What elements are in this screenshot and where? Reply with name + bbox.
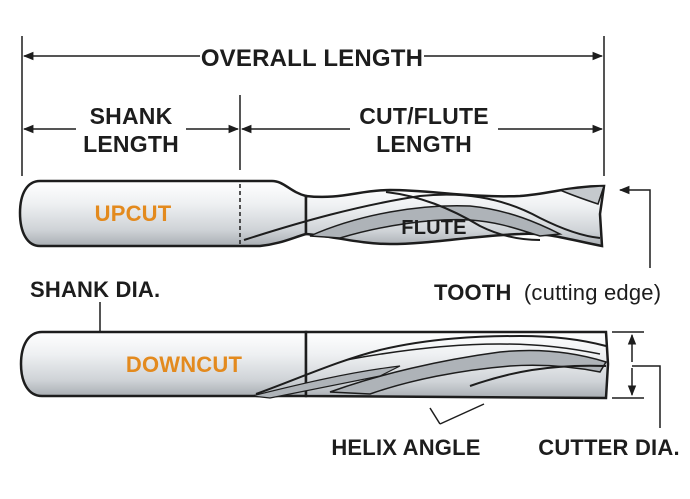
overall-length-label: OVERALL LENGTH	[201, 45, 423, 72]
shank-length-label-line1: SHANK	[90, 103, 173, 129]
upcut-bit	[18, 179, 606, 248]
cut-flute-length-label-line1: CUT/FLUTE	[359, 103, 489, 129]
helix-angle-leader-2	[439, 403, 485, 425]
cutter-dia-label: CUTTER DIA.	[538, 435, 680, 460]
downcut-flute-edge	[469, 364, 607, 387]
downcut-label: DOWNCUT	[126, 352, 243, 377]
overall-length-dimension	[21, 36, 605, 176]
downcut-helix-groove-2	[329, 349, 608, 395]
flute-label: FLUTE	[401, 217, 466, 239]
shank-length-label-line2: LENGTH	[83, 131, 179, 157]
shank-dia-label: SHANK DIA.	[30, 277, 160, 302]
upcut-shank	[18, 179, 308, 248]
upcut-tooth-tip	[559, 185, 606, 205]
tooth-leader-line	[618, 185, 651, 268]
helix-angle-leader-1	[429, 407, 441, 425]
upcut-label: UPCUT	[95, 201, 172, 226]
upcut-flute-edge-1	[385, 191, 541, 241]
downcut-helix-groove-3	[345, 343, 601, 361]
downcut-lower-groove	[251, 365, 401, 399]
tooth-label-bold: TOOTH	[434, 280, 512, 305]
tooth-label: TOOTH (cutting edge)	[434, 280, 661, 305]
upcut-helix-groove-1	[243, 193, 601, 241]
tooth-callout	[618, 185, 651, 268]
upcut-helix-groove-2	[309, 205, 563, 239]
downcut-helix-groove-1	[255, 334, 607, 395]
helix-angle-callout	[429, 403, 485, 425]
cutter-dia-leader	[632, 365, 661, 428]
helix-angle-label: HELIX ANGLE	[331, 435, 480, 460]
downcut-bit	[19, 330, 610, 400]
downcut-shank	[19, 330, 308, 398]
tooth-note: (cutting edge)	[524, 280, 661, 305]
cutter-dia-callout	[612, 331, 661, 428]
cut-flute-length-label-line2: LENGTH	[376, 131, 472, 157]
